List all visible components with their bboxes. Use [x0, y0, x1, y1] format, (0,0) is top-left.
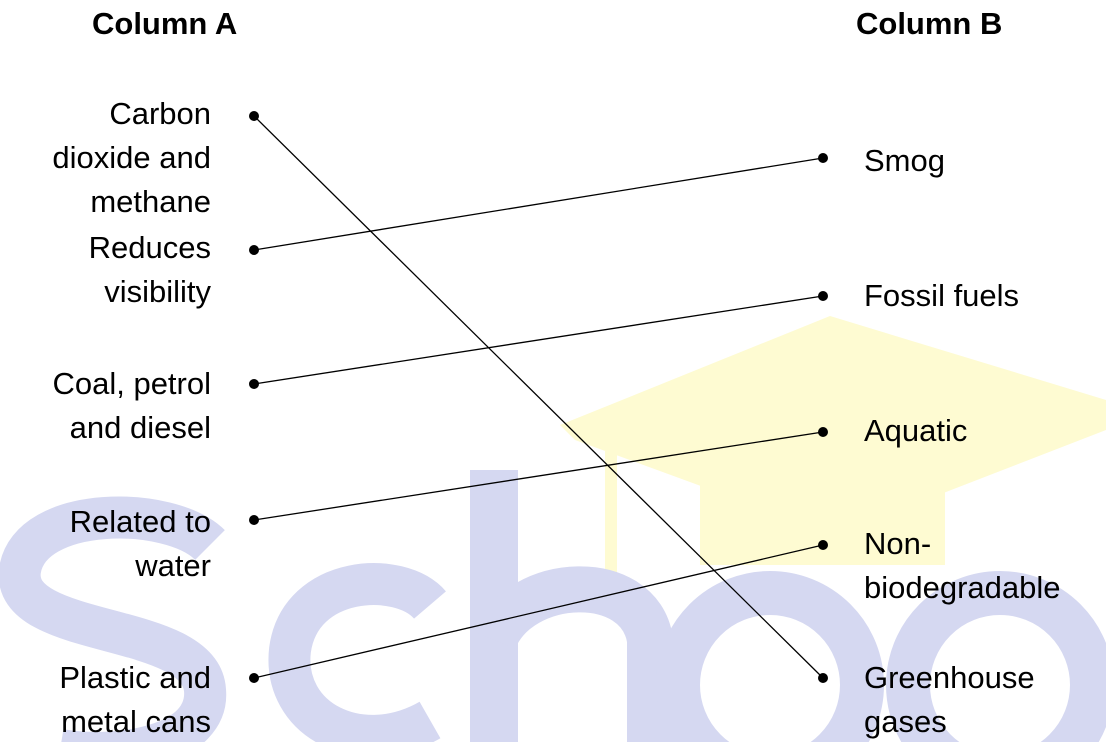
item-line: water: [135, 548, 211, 583]
column-b-item: Greenhouse gases: [864, 656, 1035, 744]
item-line: gases: [864, 704, 947, 739]
watermark-letters: [0, 470, 1106, 742]
column-b-item: Aquatic: [864, 409, 967, 453]
watermark-letter-s: [0, 496, 227, 742]
item-line: Smog: [864, 143, 945, 178]
match-line: [253, 295, 824, 385]
item-line: Fossil fuels: [864, 278, 1020, 313]
item-line: Aquatic: [864, 413, 968, 448]
column-b-bullet: [818, 540, 828, 550]
column-a-bullet: [249, 245, 259, 255]
item-line: Related to: [69, 504, 211, 539]
column-b-item: Non- biodegradable: [864, 522, 1061, 610]
column-a-heading: Column A: [92, 6, 238, 41]
column-b-item: Fossil fuels: [864, 274, 1019, 318]
watermark-letter-h-arch: [472, 566, 673, 742]
item-line: dioxide and: [52, 140, 211, 175]
column-a-item: Coal, petrol and diesel: [52, 362, 211, 450]
watermark-letter-c: [268, 563, 446, 742]
column-b-heading: Column B: [856, 6, 1003, 41]
column-a-bullet: [249, 111, 259, 121]
item-line: methane: [90, 184, 211, 219]
column-a-bullet: [249, 673, 259, 683]
column-a-item: Reduces visibility: [89, 226, 211, 314]
watermark-letter-o2: [886, 571, 1106, 742]
match-line: [253, 115, 824, 679]
watermark-letter-o1: [656, 571, 884, 742]
item-line: and diesel: [69, 410, 211, 445]
item-line: Greenhouse: [864, 660, 1035, 695]
item-line: visibility: [104, 274, 211, 309]
item-line: metal cans: [61, 704, 211, 739]
column-b-bullet: [818, 427, 828, 437]
match-line: [253, 431, 824, 521]
item-line: Carbon: [109, 96, 211, 131]
column-b-item: Smog: [864, 139, 945, 183]
column-b-bullet: [818, 291, 828, 301]
column-a-item: Related to water: [70, 500, 211, 588]
column-b-bullet: [818, 153, 828, 163]
match-line: [253, 157, 824, 251]
item-line: Reduces: [88, 230, 211, 265]
item-line: Non-: [864, 526, 932, 561]
column-a-bullet: [249, 515, 259, 525]
column-a-item: Carbon dioxide and methane: [52, 92, 211, 224]
item-line: biodegradable: [864, 570, 1061, 605]
column-b-bullet: [818, 673, 828, 683]
column-a-bullet: [249, 379, 259, 389]
match-line: [253, 544, 824, 679]
column-a-item: Plastic and metal cans: [59, 656, 211, 744]
item-line: Coal, petrol: [52, 366, 211, 401]
graduation-cap-icon: [560, 316, 1106, 603]
item-line: Plastic and: [59, 660, 211, 695]
